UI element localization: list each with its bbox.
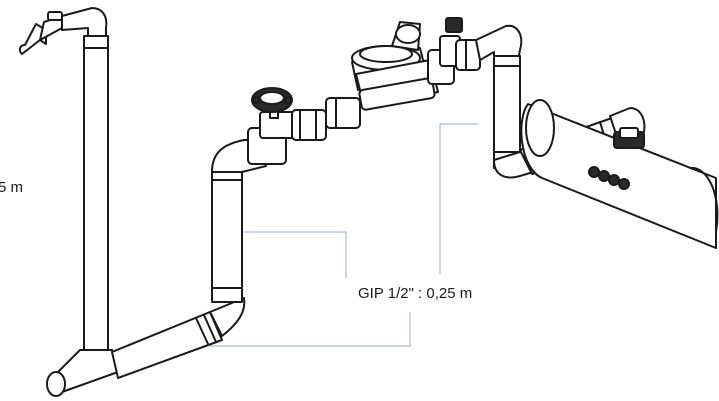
leader-line-right <box>439 123 478 274</box>
riser-pipe <box>209 139 267 337</box>
left-length-label: 5 m <box>0 179 24 196</box>
horizontal-tank <box>520 99 719 249</box>
leader-line-bottom <box>208 312 411 347</box>
bottom-horizontal-pipe <box>111 311 223 379</box>
standpipe-with-tap <box>18 7 119 397</box>
leader-line-riser <box>244 231 347 278</box>
gip-length-label: GIP 1/2" : 0,25 m <box>358 285 473 302</box>
gate-valve <box>247 87 361 165</box>
water-meter <box>351 21 439 111</box>
